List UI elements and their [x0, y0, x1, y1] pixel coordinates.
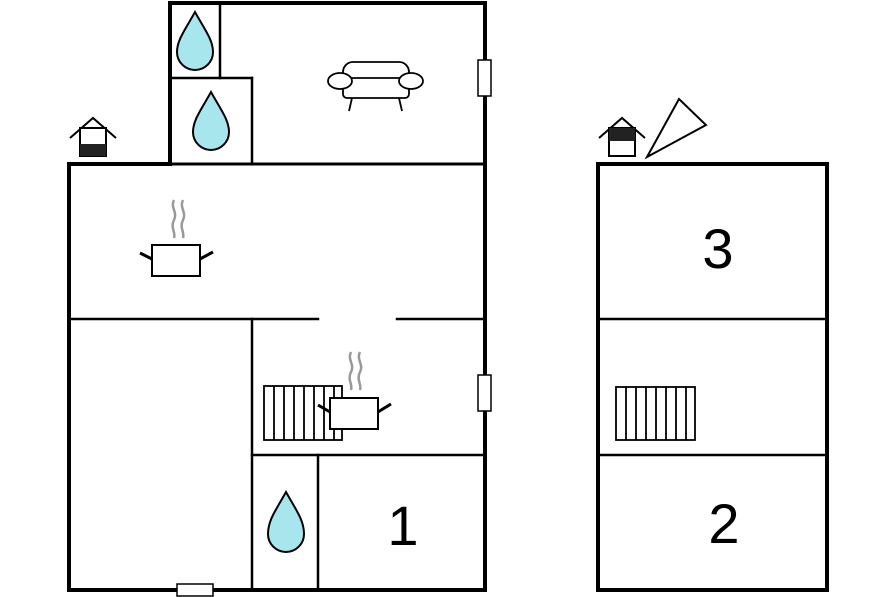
entrance-door — [176, 583, 214, 597]
sofa-icon — [327, 61, 424, 112]
cooking-pot-icon — [139, 199, 214, 277]
ground-floor — [67, 1, 487, 592]
room-label: 1 — [387, 494, 418, 557]
outer-wall — [67, 1, 487, 592]
north-arrow-icon — [644, 97, 708, 160]
water-drop-icon — [175, 9, 215, 71]
house-entrance-icon — [598, 116, 646, 157]
staircase-icon — [615, 386, 696, 441]
window — [477, 59, 492, 97]
cooking-pot-icon — [317, 351, 392, 430]
water-drop-icon — [191, 89, 231, 151]
window — [477, 374, 492, 412]
water-drop-icon — [266, 489, 306, 553]
outer-wall — [596, 162, 829, 592]
house-entrance-icon — [69, 116, 117, 157]
room-label: 2 — [708, 492, 739, 555]
upper-floor — [596, 162, 829, 592]
room-label: 3 — [702, 217, 733, 280]
